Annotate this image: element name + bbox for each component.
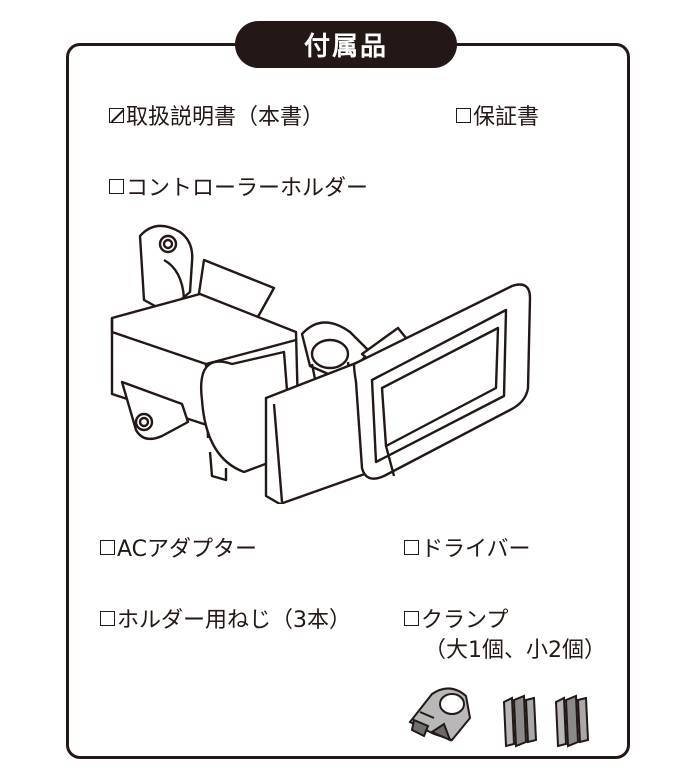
item-warranty: 保証書	[456, 103, 539, 133]
item-label: ドライバー	[421, 537, 531, 562]
item-ac-adapter: ACアダプター	[100, 535, 257, 565]
checkbox-checked-icon	[109, 108, 124, 123]
small-clamp-illustration	[502, 694, 538, 748]
checkbox-icon	[404, 540, 419, 555]
item-holder-screws: ホルダー用ねじ（3本）	[100, 606, 351, 636]
large-clamp-illustration	[408, 687, 472, 742]
item-manual: 取扱説明書（本書）	[109, 103, 324, 133]
controller-holder-illustration	[110, 224, 532, 504]
checkbox-icon	[100, 611, 115, 626]
item-label: 保証書	[473, 105, 540, 130]
checkbox-icon	[456, 108, 471, 123]
checkbox-icon	[404, 611, 419, 626]
checkbox-icon	[109, 179, 124, 194]
small-clamp-illustration	[554, 694, 590, 748]
item-label: ACアダプター	[117, 537, 258, 562]
item-label: コントローラーホルダー	[126, 176, 369, 201]
checkbox-icon	[100, 540, 115, 555]
item-label: 取扱説明書（本書）	[126, 105, 325, 130]
item-label: ホルダー用ねじ（3本）	[117, 608, 351, 633]
section-title: 付属品	[235, 21, 457, 68]
item-controller-holder: コントローラーホルダー	[109, 174, 368, 204]
item-label: クランプ	[421, 608, 509, 633]
item-screwdriver: ドライバー	[404, 535, 531, 565]
item-sublabel: （大1個、小2個）	[424, 638, 606, 663]
item-clamp: クランプ （大1個、小2個）	[404, 606, 606, 666]
